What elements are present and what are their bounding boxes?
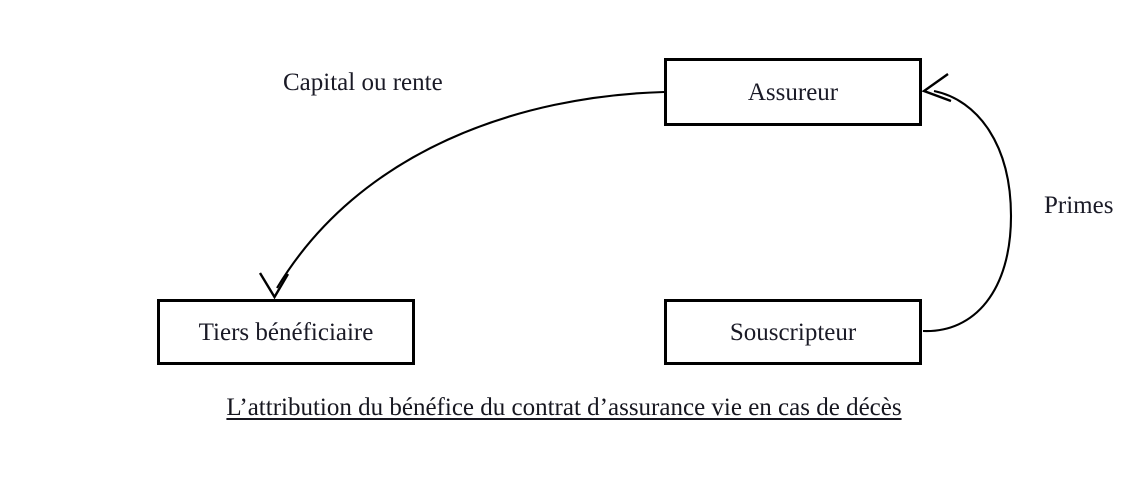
- diagram-caption-text: L’attribution du bénéfice du contrat d’a…: [226, 394, 902, 421]
- edge-primes-arrowhead-icon: [921, 73, 952, 103]
- edge-label-primes: Primes: [1044, 192, 1114, 219]
- edge-capital-ou-rente: [258, 90, 665, 300]
- edge-capital-ou-rente-arrowhead-icon: [258, 272, 290, 300]
- node-souscripteur-label: Souscripteur: [729, 318, 857, 346]
- edge-primes-path: [922, 89, 1013, 333]
- node-tiers-beneficiaire-label: Tiers bénéficiaire: [198, 318, 374, 346]
- diagram-caption: L’attribution du bénéfice du contrat d’a…: [0, 394, 1128, 422]
- edge-primes: [921, 73, 1013, 333]
- edge-capital-ou-rente-path: [276, 90, 665, 289]
- node-tiers-beneficiaire[interactable]: Tiers bénéficiaire: [157, 299, 415, 365]
- edge-label-capital-ou-rente: Capital ou rente: [283, 69, 443, 96]
- node-assureur[interactable]: Assureur: [664, 58, 922, 126]
- node-souscripteur[interactable]: Souscripteur: [664, 299, 922, 365]
- node-assureur-label: Assureur: [747, 78, 839, 106]
